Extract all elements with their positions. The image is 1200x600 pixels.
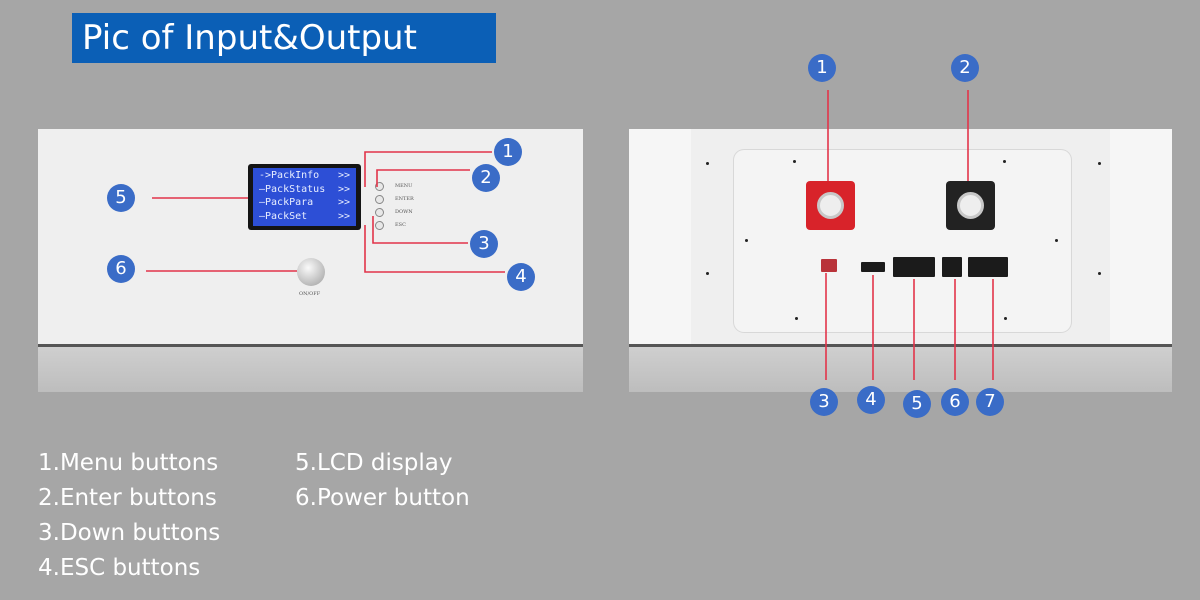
lcd-line: —PackPara>> <box>259 197 350 208</box>
badge-rear-1: 1 <box>808 54 836 82</box>
badge-rear-4: 4 <box>857 386 885 414</box>
esc-button-label: ESC <box>395 222 406 228</box>
rs232-port[interactable] <box>942 257 962 277</box>
badge-down: 3 <box>470 230 498 258</box>
power-knob[interactable] <box>297 258 325 286</box>
menu-button[interactable] <box>375 182 384 191</box>
screw <box>745 239 748 242</box>
rs485-port[interactable] <box>893 257 935 277</box>
leader-line <box>372 216 468 244</box>
down-button[interactable] <box>375 208 384 217</box>
badge-power: 6 <box>107 255 135 283</box>
badge-menu: 1 <box>494 138 522 166</box>
screw <box>1003 160 1006 163</box>
enter-button[interactable] <box>375 195 384 204</box>
terminal-bolt <box>957 192 984 219</box>
screw <box>793 160 796 163</box>
lcd-line: ->PackInfo>> <box>259 170 350 181</box>
screw <box>706 162 709 165</box>
menu-button-label: MENU <box>395 183 413 189</box>
badge-rear-5: 5 <box>903 390 931 418</box>
screw <box>1004 317 1007 320</box>
leader-line <box>364 151 492 187</box>
badge-lcd: 5 <box>107 184 135 212</box>
can-port[interactable] <box>861 262 885 272</box>
terminal-plate <box>734 150 1071 332</box>
legend-item: 1.Menu buttons <box>38 450 219 476</box>
legend-item: 3.Down buttons <box>38 520 221 546</box>
screw <box>795 317 798 320</box>
down-button-label: DOWN <box>395 209 413 215</box>
power-knob-label: ON/OFF <box>299 291 321 297</box>
lcd-line: —PackSet>> <box>259 210 350 222</box>
negative-terminal <box>946 181 995 230</box>
rear-panel-base <box>629 344 1172 392</box>
lcd-display: ->PackInfo>> —PackStatus>> —PackPara>> —… <box>248 164 361 230</box>
badge-rear-6: 6 <box>941 388 969 416</box>
terminal-bolt <box>817 192 844 219</box>
leader-line <box>364 225 505 273</box>
screw <box>1098 162 1101 165</box>
lcd-screen: ->PackInfo>> —PackStatus>> —PackPara>> —… <box>253 168 356 226</box>
legend-item: 2.Enter buttons <box>38 485 217 511</box>
screw <box>1055 239 1058 242</box>
legend-item: 6.Power button <box>295 485 470 511</box>
badge-rear-2: 2 <box>951 54 979 82</box>
page-title: Pic of Input&Output <box>72 13 496 63</box>
screw <box>706 272 709 275</box>
lcd-line: —PackStatus>> <box>259 183 350 195</box>
dip-switch[interactable] <box>821 259 837 272</box>
legend-item: 5.LCD display <box>295 450 453 476</box>
rj45-port[interactable] <box>968 257 1008 277</box>
badge-esc: 4 <box>507 263 535 291</box>
legend-item: 4.ESC buttons <box>38 555 201 581</box>
esc-button[interactable] <box>375 221 384 230</box>
badge-rear-3: 3 <box>810 388 838 416</box>
leader-line <box>376 169 470 187</box>
screw <box>1098 272 1101 275</box>
badge-enter: 2 <box>472 164 500 192</box>
enter-button-label: ENTER <box>395 196 414 202</box>
left-handle <box>629 129 691 344</box>
badge-rear-7: 7 <box>976 388 1004 416</box>
front-panel-base <box>38 344 583 392</box>
right-handle <box>1110 129 1172 344</box>
positive-terminal <box>806 181 855 230</box>
